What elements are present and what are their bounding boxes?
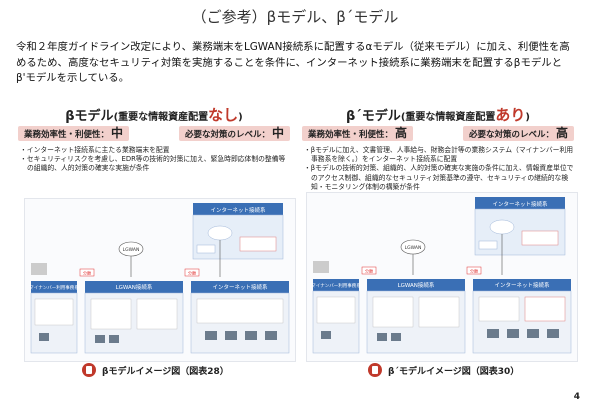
beta-efficiency-badge: 業務効率性・利便性：中	[18, 126, 130, 141]
svg-text:インターネット接続系: インターネット接続系	[494, 281, 550, 289]
beta-prime-bullets: ・βモデルに加え、文書管理、人事給与、財務会計等の業務システム（マイナンバー利用…	[302, 146, 574, 192]
beta-prime-model-title: β´モデル(重要な情報資産配置あり)	[346, 106, 530, 124]
internet-zone-label: インターネット接続系	[210, 206, 266, 214]
svg-text:LGWAN: LGWAN	[123, 247, 140, 253]
internet-zone-header	[475, 197, 565, 209]
bullet-item: ・βモデルに加え、文書管理、人事給与、財務会計等の業務システム（マイナンバー利用…	[304, 146, 574, 164]
mynumber-zone-header	[31, 281, 77, 293]
building-icon	[313, 261, 329, 273]
mynumber-zone-header	[313, 279, 359, 291]
pc-icon	[547, 329, 559, 338]
beta-prime-level-badges: 業務効率性・利便性：高 必要な対策のレベル：高	[302, 126, 574, 141]
beta-prime-figure-caption: β´モデルイメージ図（図表30）	[368, 363, 519, 377]
pc-icon	[109, 335, 119, 343]
svg-text:マイナンバー利用事務系: マイナンバー利用事務系	[29, 284, 79, 291]
pc-icon	[487, 329, 499, 338]
pc-icon	[225, 331, 237, 340]
beta-model-title: βモデル(重要な情報資産配置なし)	[65, 106, 243, 124]
svg-text:LGWAN接続系: LGWAN接続系	[398, 281, 435, 289]
building-icon	[31, 263, 47, 275]
svg-text:マイナンバー利用事務系: マイナンバー利用事務系	[311, 282, 361, 289]
document-icon	[82, 363, 96, 377]
separation-label: 分離	[365, 268, 373, 274]
beta-prime-model-diagram: インターネット接続系 LGWAN マイナンバー利用事務系 LGWAN接続系 イン…	[306, 192, 578, 362]
pc-icon	[527, 329, 539, 338]
beta-model-column: βモデル(重要な情報資産配置なし) 業務効率性・利便性：中 必要な対策のレベル：…	[18, 104, 290, 174]
svg-text:LGWAN接続系: LGWAN接続系	[116, 283, 153, 291]
beta-bullets: ・インターネット接続系に主たる業務端末を配置 ・セキュリティリスクを考慮し、ED…	[18, 146, 290, 174]
beta-figure-caption: βモデルイメージ図（図表28）	[82, 363, 229, 377]
beta-level-badges: 業務効率性・利便性：中 必要な対策のレベル：中	[18, 126, 290, 141]
pc-icon	[95, 335, 105, 343]
beta-prime-model-column: β´モデル(重要な情報資産配置あり) 業務効率性・利便性：高 必要な対策のレベル…	[302, 104, 574, 192]
pc-icon	[265, 331, 277, 340]
pc-icon	[245, 331, 257, 340]
pc-icon	[321, 331, 331, 339]
pc-icon	[507, 329, 519, 338]
beta-prime-efficiency-badge: 業務効率性・利便性：高	[302, 126, 414, 141]
lgwan-zone-header	[85, 281, 183, 293]
internet-zone-label: インターネット接続系	[492, 200, 548, 208]
pc-icon	[391, 333, 401, 341]
page-number: 4	[573, 392, 580, 402]
bullet-item: ・インターネット接続系に主たる業務端末を配置	[20, 146, 170, 154]
bullet-item: ・セキュリティリスクを考慮し、EDR等の技術的対策に加え、緊急時即応体制の整備等…	[20, 155, 286, 173]
bullet-item: ・βモデルの技術的対策、組織的、人的対策の確実な実施の条件に加え、情報資産単位で…	[304, 164, 574, 191]
pc-icon	[39, 333, 49, 341]
svg-text:LGWAN: LGWAN	[405, 245, 422, 251]
page-title: （ご参考）βモデル、β´モデル	[191, 8, 399, 26]
internet-zone-header	[193, 203, 283, 215]
beta-model-diagram: インターネット接続系 LGWAN マイナンバー利用事務系 LGWAN接続系 イン…	[24, 198, 296, 362]
svg-text:インターネット接続系: インターネット接続系	[212, 283, 268, 291]
lgwan-zone-header	[367, 279, 465, 291]
separation-label: 分離	[83, 270, 91, 276]
intro-text: 令和２年度ガイドライン改定により、業務端末をLGWAN接続系に配置するαモデル（…	[16, 41, 570, 84]
internet-lower-zone-header	[191, 281, 289, 293]
cloud-icon	[207, 225, 233, 241]
document-icon	[368, 363, 382, 377]
separation-label: 分離	[188, 270, 196, 276]
beta-security-badge: 必要な対策のレベル：中	[178, 126, 290, 141]
cloud-icon	[489, 219, 515, 235]
separation-label: 分離	[470, 268, 478, 274]
pc-icon	[377, 333, 387, 341]
pc-icon	[205, 331, 217, 340]
beta-prime-security-badge: 必要な対策のレベル：高	[462, 126, 574, 141]
internet-lower-zone-header	[473, 279, 571, 291]
